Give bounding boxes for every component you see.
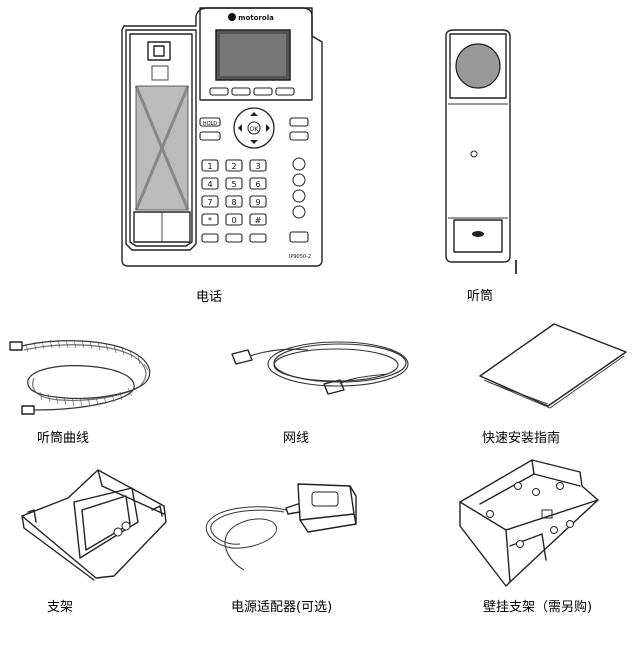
key-6: 6: [255, 180, 260, 189]
soft-keys: [209, 87, 295, 96]
caption-quick-guide: 快速安装指南: [482, 431, 561, 446]
key-8: 8: [231, 198, 236, 207]
caption-network-cable: 网线: [283, 431, 310, 446]
key-0: 0: [231, 216, 236, 225]
model-label: IP9050-2: [289, 254, 311, 260]
key-7: 7: [207, 198, 212, 207]
phone-illustration: motorola HOLD OK 1 2: [118, 6, 328, 270]
network-cable-illustration: [228, 330, 410, 402]
brand-logo: motorola: [238, 14, 274, 22]
hold-label: HOLD: [203, 121, 217, 127]
wall-mount-illustration: [450, 456, 610, 590]
keypad: 1 2 3 4 5 6 7 8 9 * 0 #: [201, 159, 267, 243]
caption-wall-mount: 壁挂支架（需另购): [483, 600, 593, 615]
key-1: 1: [207, 162, 212, 171]
caption-power-adapter: 电源适配器(可选): [231, 600, 333, 615]
caption-handset: 听筒: [467, 289, 494, 304]
key-5: 5: [231, 180, 236, 189]
stand-illustration: [18, 466, 168, 582]
key-star: *: [208, 216, 212, 225]
function-icons: [289, 157, 309, 243]
handset-cord-illustration: [6, 330, 162, 418]
key-9: 9: [255, 198, 260, 207]
speaker-grille: [134, 85, 190, 211]
caption-handset-cord: 听筒曲线: [37, 431, 90, 446]
handset-illustration: [440, 28, 520, 276]
motorola-logo-icon: [228, 13, 236, 21]
key-4: 4: [207, 180, 212, 189]
earpiece-grille: [455, 43, 501, 89]
caption-stand: 支架: [47, 600, 74, 615]
caption-phone: 电话: [196, 290, 223, 305]
key-2: 2: [231, 162, 236, 171]
key-hash: #: [255, 216, 262, 225]
key-3: 3: [255, 162, 260, 171]
navigation-pad: OK: [233, 107, 275, 149]
quick-guide-illustration: [478, 322, 628, 409]
power-adapter-illustration: [200, 474, 360, 574]
ok-label: OK: [250, 126, 260, 133]
